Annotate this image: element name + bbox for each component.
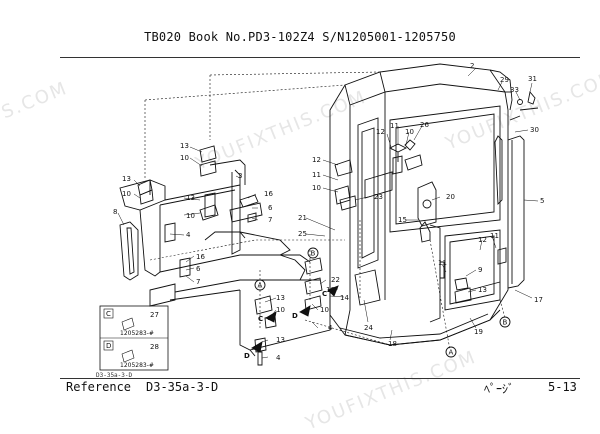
- header-divider: [60, 57, 580, 58]
- callout-11: 11: [312, 171, 321, 179]
- legend-d-part: 28: [150, 343, 159, 351]
- letter-b: B: [503, 319, 508, 327]
- letter-a: A: [258, 282, 263, 290]
- callout-16: 16: [196, 253, 205, 261]
- callout-11: 11: [390, 122, 399, 130]
- legend-c-part: 27: [150, 311, 159, 319]
- callout-10: 10: [180, 154, 189, 162]
- arrow-d: [299, 305, 311, 317]
- legend-d-code: 1205283-#: [120, 362, 154, 369]
- reference-label: Reference: [66, 380, 132, 394]
- callout-29: 29: [500, 76, 509, 84]
- page-label: ﾍﾟｰｼﾞ: [484, 382, 515, 396]
- callout-10: 10: [326, 286, 335, 294]
- callout-21: 21: [298, 214, 307, 222]
- callout-13: 13: [186, 194, 195, 202]
- callout-4: 4: [186, 231, 191, 239]
- callout-16: 16: [264, 190, 273, 198]
- callout-26: 26: [420, 121, 429, 129]
- callout-10: 10: [312, 184, 321, 192]
- callout-22: 22: [331, 276, 340, 284]
- callout-4: 4: [276, 354, 281, 362]
- callout-8: 8: [113, 208, 117, 216]
- letter-c: C: [322, 290, 327, 298]
- ref-circle-b: [499, 316, 511, 328]
- ref-circle-b: [307, 247, 319, 259]
- callout-9: 9: [478, 266, 482, 274]
- arrow-c: [327, 285, 339, 297]
- ref-circle-a: [445, 346, 457, 358]
- callout-7: 7: [268, 216, 272, 224]
- callout-25: 25: [298, 230, 307, 238]
- legend-c-code: 1205283-#: [120, 330, 154, 337]
- callout-12: 12: [312, 156, 321, 164]
- arrow-c: [265, 311, 277, 323]
- callout-12: 12: [376, 128, 385, 136]
- callout-4: 4: [328, 324, 333, 332]
- callout-18: 18: [388, 340, 397, 348]
- callout-20: 20: [446, 193, 455, 201]
- letter-d: D: [244, 352, 250, 360]
- reference-code: D3-35a-3-D: [146, 380, 219, 394]
- callout-17: 17: [534, 296, 543, 304]
- callout-14: 14: [340, 294, 349, 302]
- legend-d-key: D: [106, 342, 111, 350]
- callout-19: 19: [474, 328, 483, 336]
- callout-6: 6: [268, 204, 273, 212]
- letter-c: C: [258, 315, 263, 323]
- callout-13: 13: [276, 294, 285, 302]
- legend-c-key: C: [106, 310, 111, 318]
- callout-15: 15: [398, 216, 407, 224]
- callout-6: 6: [196, 265, 201, 273]
- frame-assembly: [119, 145, 331, 366]
- page-number: 5-13: [548, 380, 577, 394]
- callout-2: 2: [470, 62, 474, 70]
- letter-b: B: [311, 250, 316, 258]
- callout-11: 11: [490, 232, 499, 240]
- callout-31: 31: [528, 75, 537, 83]
- exploded-cab-diagram: 2 29 31 33 30 5 11 10 12 26 12 11 10 23 …: [99, 62, 544, 371]
- callout-5: 5: [540, 197, 544, 205]
- callout-7: 7: [196, 278, 200, 286]
- footer-divider: [60, 378, 580, 379]
- callout-10: 10: [122, 190, 131, 198]
- leader-lines: [117, 67, 539, 359]
- callout-10: 13: [276, 336, 285, 344]
- callout-10: 10: [186, 212, 195, 220]
- callout-33: 33: [510, 86, 519, 94]
- callout-11: 11: [438, 259, 447, 267]
- callout-13: 13: [122, 175, 131, 183]
- callout-3: 3: [238, 172, 242, 180]
- page-title: TB020 Book No.PD3-102Z4 S/N1205001-12057…: [144, 30, 456, 44]
- letter-d: D: [292, 312, 298, 320]
- callout-10: 10: [405, 128, 414, 136]
- callout-23: 23: [374, 193, 383, 201]
- parts-catalog-page: S.COM YOUFIXTHIS.COM YOUFIXTHIS.COM YOUF…: [0, 30, 600, 434]
- ref-circle-a: [254, 279, 266, 291]
- callout-12: 12: [478, 236, 487, 244]
- arrow-d: [251, 341, 263, 353]
- callout-24: 24: [364, 324, 373, 332]
- callout-labels: 2 29 31 33 30 5 11 10 12 26 12 11 10 23 …: [106, 62, 544, 369]
- callout-30: 30: [530, 126, 539, 134]
- letter-a: A: [449, 349, 454, 357]
- callout-10: 10: [276, 306, 285, 314]
- callout-13: 13: [478, 286, 487, 294]
- cab-assembly: [329, 63, 539, 346]
- small-reference: D3-35a-3-D: [96, 372, 133, 379]
- callout-10: 10: [320, 306, 329, 314]
- callout-13: 13: [180, 142, 189, 150]
